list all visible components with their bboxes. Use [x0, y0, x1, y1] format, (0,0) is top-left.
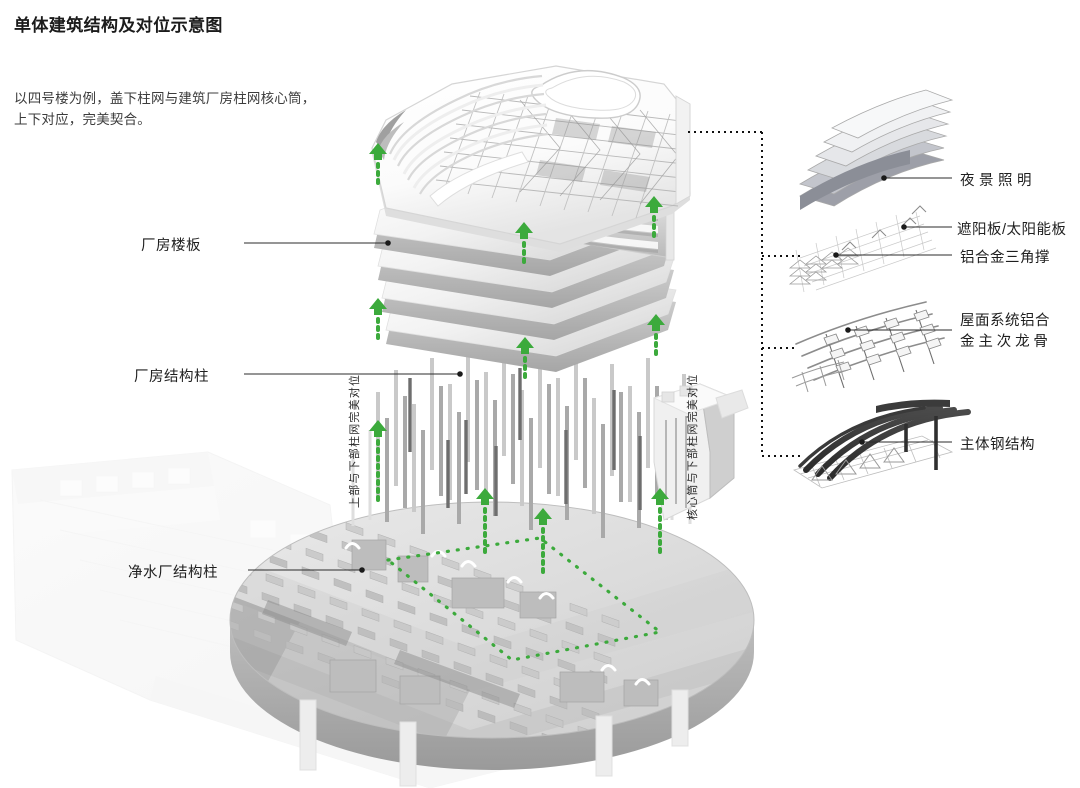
- roof-canopy-truss: [371, 65, 691, 252]
- alignment-outline: [384, 536, 664, 662]
- green-arrow: [476, 488, 494, 558]
- roof-oval-opening: [531, 69, 641, 119]
- label-water-plant-structural-column: 净水厂结构柱: [128, 565, 218, 581]
- note-upper-lower-grid-alignment: 上部与下部柱网完美对位: [349, 373, 361, 508]
- green-arrow: [651, 488, 669, 558]
- roof-truss-mesh: [435, 91, 690, 219]
- green-arrow: [369, 298, 387, 344]
- note-core-lower-grid-alignment: 核心筒与下部柱网完美对位: [687, 373, 699, 520]
- label-roof-aluminum-purlins: 屋面系统铝合 金主次龙骨: [960, 311, 1050, 353]
- subtitle-line-2: 上下对应，完美契合。: [14, 112, 151, 127]
- dotted-connector-tree: [688, 131, 800, 457]
- label-aluminum-triangular-brace: 铝合金三角撑: [960, 250, 1050, 266]
- label-roof-purlins-line-2: 金主次龙骨: [960, 334, 1049, 350]
- core-tower: [652, 383, 749, 521]
- thumbnail-steel-arch: [793, 399, 971, 489]
- page-title: 单体建筑结构及对位示意图: [14, 16, 223, 35]
- thumbnail-curved-louver-fins: [799, 89, 954, 210]
- subtitle-line-1: 以四号楼为例，盖下柱网与建筑厂房柱网核心筒，: [14, 91, 316, 106]
- green-arrow: [647, 314, 665, 360]
- label-factory-floor-slab: 厂房楼板: [141, 238, 201, 254]
- green-arrow: [369, 420, 387, 502]
- thumbnail-purlin-grid: [791, 301, 945, 393]
- green-arrow: [515, 222, 533, 268]
- green-arrow: [645, 196, 663, 242]
- label-main-steel-structure: 主体钢结构: [960, 437, 1035, 453]
- green-arrow: [369, 143, 387, 188]
- green-arrow: [534, 508, 552, 574]
- circular-base-platform: [229, 501, 755, 787]
- leader-lines: [244, 177, 952, 571]
- green-direction-arrows: [369, 143, 669, 574]
- label-night-lighting: 夜景照明: [960, 173, 1036, 189]
- leader-dots: [359, 175, 907, 573]
- subtitle: 以四号楼为例，盖下柱网与建筑厂房柱网核心筒， 上下对应，完美契合。: [14, 88, 354, 130]
- thumbnail-grid-mesh-panel: [795, 205, 937, 293]
- base-column-grid: [230, 502, 754, 738]
- label-factory-structural-column: 厂房结构柱: [134, 369, 209, 385]
- label-sunshade-solar-panel: 遮阳板/太阳能板: [957, 222, 1067, 238]
- green-arrow: [516, 337, 534, 384]
- label-roof-purlins-line-1: 屋面系统铝合: [960, 313, 1050, 329]
- canopy-ribbons: [388, 74, 549, 195]
